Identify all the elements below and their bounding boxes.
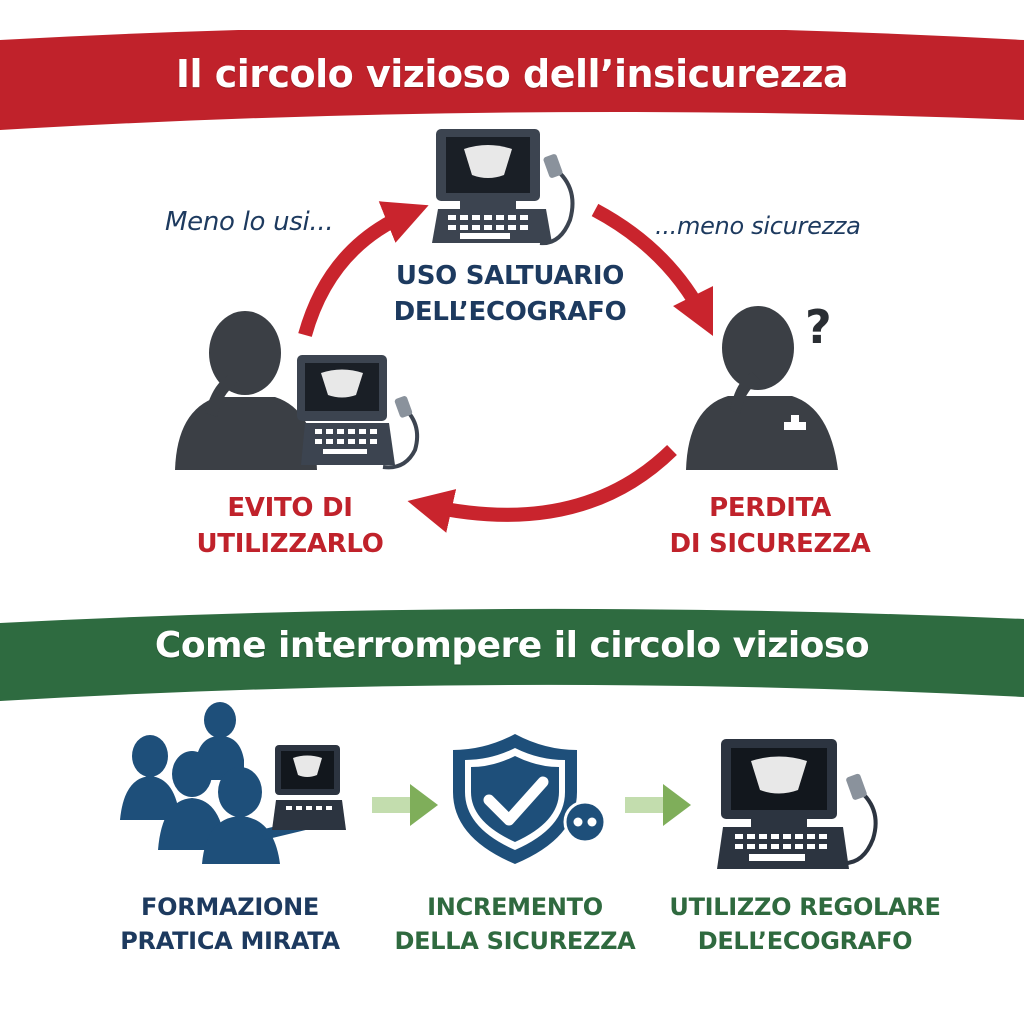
top-banner <box>0 30 1024 140</box>
top-banner-shape <box>0 30 1024 130</box>
caption-left-line2: UTILIZZARLO <box>196 529 384 559</box>
caption-right-line2: DI SICUREZZA <box>669 529 871 559</box>
caption-step2-line1: INCREMENTO <box>427 893 603 921</box>
caption-top-line2: DELL’ECOGRAFO <box>393 297 627 327</box>
caption-top: USO SALTUARIO DELL’ECOGRAFO <box>380 258 640 330</box>
thinking-person-icon <box>175 311 420 470</box>
caption-step3: UTILIZZO REGOLARE DELL’ECOGRAFO <box>650 890 960 958</box>
caption-step1-line1: FORMAZIONE <box>141 893 319 921</box>
caption-right: PERDITA DI SICUREZZA <box>640 490 900 562</box>
caption-step3-line2: DELL’ECOGRAFO <box>697 927 913 955</box>
question-mark-icon: ? <box>805 300 832 354</box>
arrow-top-to-right <box>591 203 714 337</box>
arrow-right-icon <box>625 784 691 826</box>
training-group-icon <box>120 702 346 864</box>
arrow-right-to-left <box>407 444 677 533</box>
caption-left-line1: EVITO DI <box>227 493 353 523</box>
doubtful-doctor-icon <box>686 306 838 470</box>
section-title: Come interrompere il circolo vizioso <box>154 625 870 666</box>
ultrasound-machine-icon <box>432 129 575 246</box>
note-left: Meno lo usi... <box>165 207 334 237</box>
shield-check-icon <box>453 734 607 864</box>
caption-step1: FORMAZIONE PRATICA MIRATA <box>95 890 365 958</box>
arrow-right-icon <box>372 784 438 826</box>
arrow-left-to-top <box>298 201 429 337</box>
page-title: Il circolo vizioso dell’insicurezza <box>175 52 849 96</box>
caption-top-line1: USO SALTUARIO <box>395 261 625 291</box>
caption-right-line1: PERDITA <box>709 493 831 523</box>
caption-step2-line2: DELLA SICUREZZA <box>394 927 636 955</box>
bottom-banner-shape <box>0 608 1024 701</box>
cycle-arrows <box>298 201 714 533</box>
caption-left: EVITO DI UTILIZZARLO <box>160 490 420 562</box>
ultrasound-machine-icon <box>717 739 878 869</box>
caption-step1-line2: PRATICA MIRATA <box>120 927 340 955</box>
caption-step3-line1: UTILIZZO REGOLARE <box>669 893 941 921</box>
bottom-banner <box>0 605 1024 705</box>
caption-step2: INCREMENTO DELLA SICUREZZA <box>380 890 650 958</box>
note-right: ...meno sicurezza <box>655 212 861 240</box>
